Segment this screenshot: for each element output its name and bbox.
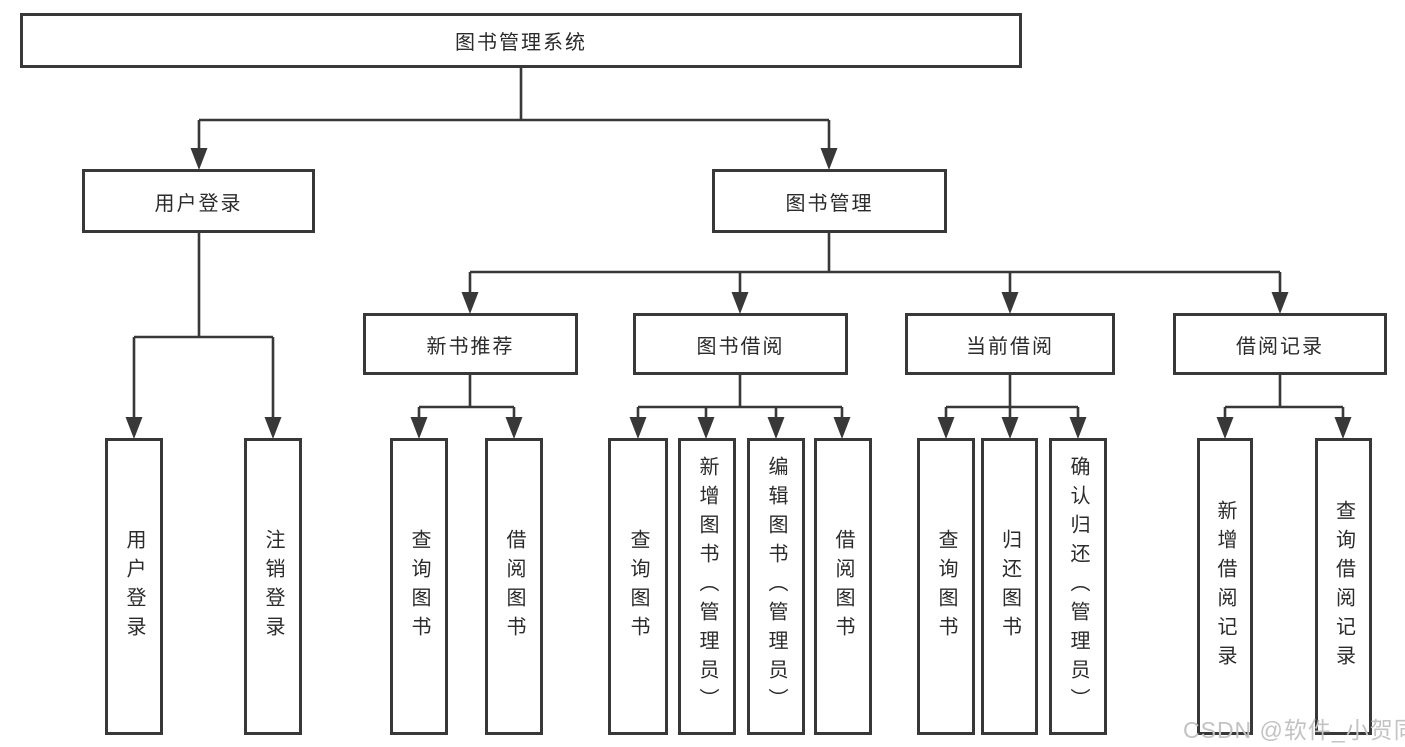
leaf-label: 新增借阅记录 — [1214, 499, 1236, 674]
leaf-label: 查询图书 — [935, 528, 957, 645]
leaf-label: 借阅图书 — [503, 528, 525, 645]
leaf-add-borrow-record: 新增借阅记录 — [1197, 438, 1253, 735]
node-label: 图书管理 — [785, 192, 874, 215]
node-label: 新书推荐 — [426, 335, 515, 358]
node-label: 图书管理系统 — [455, 32, 587, 54]
csdn-watermark: CSDN @软件_小贺同学 — [1183, 717, 1405, 743]
node-current-borrowing: 当前借阅 — [905, 313, 1115, 375]
leaf-confirm-return-admin: 确认归还（管理员） — [1049, 438, 1107, 735]
node-label: 当前借阅 — [966, 335, 1054, 358]
leaf-label: 新增图书（管理员） — [696, 456, 718, 717]
node-label: 用户登录 — [154, 192, 243, 215]
node-borrowing-records: 借阅记录 — [1173, 313, 1387, 375]
node-book-management: 图书管理 — [712, 169, 947, 233]
leaf-borrowing-query-books: 查询图书 — [608, 438, 668, 735]
node-new-book-recommendation: 新书推荐 — [363, 313, 578, 375]
leaf-recommend-query-books: 查询图书 — [390, 438, 448, 735]
leaf-return-books: 归还图书 — [981, 438, 1038, 735]
leaf-borrow-books: 借阅图书 — [814, 438, 872, 735]
leaf-label: 查询图书 — [408, 528, 430, 645]
leaf-label: 编辑图书（管理员） — [765, 456, 787, 717]
leaf-current-query-books: 查询图书 — [917, 438, 975, 735]
node-book-borrowing: 图书借阅 — [633, 313, 848, 375]
leaf-label: 注销登录 — [262, 528, 284, 645]
arrowhead-group — [125, 148, 1352, 439]
leaf-edit-books-admin: 编辑图书（管理员） — [747, 438, 805, 735]
leaf-label: 查询借阅记录 — [1332, 499, 1355, 674]
leaf-logout: 注销登录 — [244, 438, 302, 735]
leaf-label: 借阅图书 — [832, 528, 854, 645]
leaf-label: 归还图书 — [998, 528, 1021, 645]
leaf-query-borrow-record: 查询借阅记录 — [1315, 438, 1372, 735]
node-user-login: 用户登录 — [82, 169, 315, 233]
node-library-management-system: 图书管理系统 — [20, 13, 1022, 68]
leaf-user-login: 用户登录 — [105, 438, 163, 735]
leaf-add-books-admin: 新增图书（管理员） — [678, 438, 736, 735]
node-label: 借阅记录 — [1236, 335, 1324, 358]
leaf-recommend-borrow-books: 借阅图书 — [485, 438, 543, 735]
leaf-label: 查询图书 — [627, 528, 649, 645]
leaf-label: 确认归还（管理员） — [1067, 456, 1089, 717]
node-label: 图书借阅 — [696, 335, 785, 358]
leaf-label: 用户登录 — [123, 528, 145, 645]
